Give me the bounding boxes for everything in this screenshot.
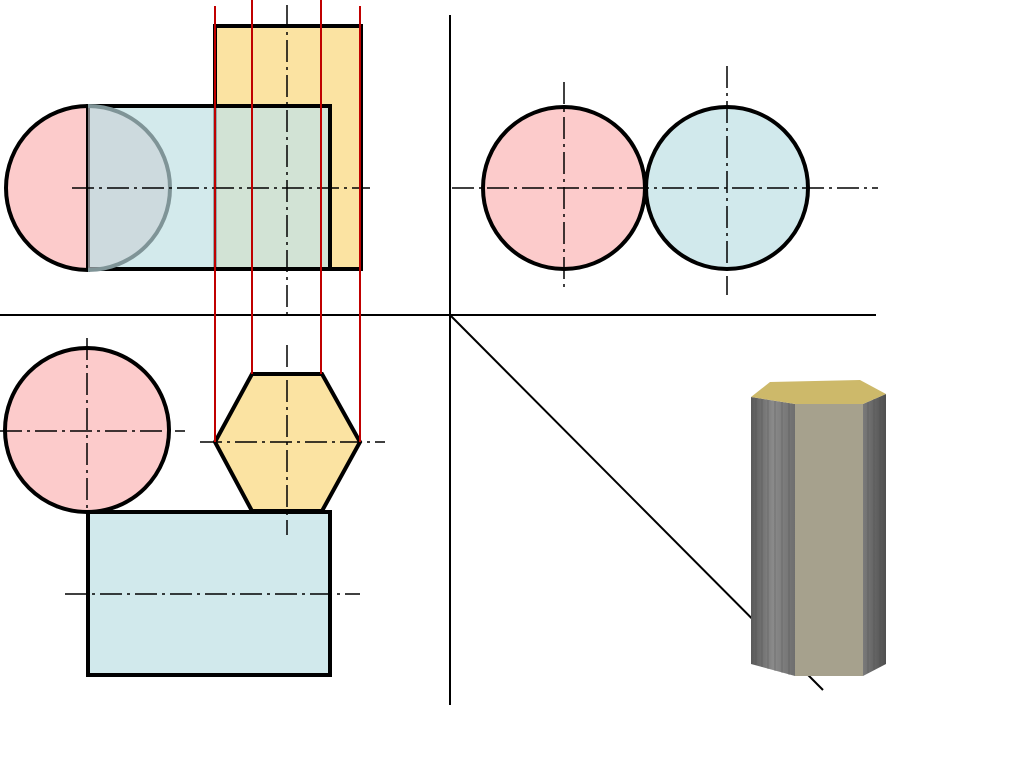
hexagonal-prism-icon	[751, 380, 886, 676]
prism-right-face	[863, 394, 886, 676]
prism-front-face	[795, 404, 863, 676]
projection-lines	[214, 0, 361, 442]
front-view	[4, 5, 370, 315]
prism-shading-lines	[755, 397, 881, 675]
side-view	[452, 66, 878, 295]
prism-left-face	[751, 397, 795, 676]
prism-top-face	[751, 380, 886, 404]
top-view	[0, 338, 385, 677]
pink-semicircle	[4, 103, 90, 273]
